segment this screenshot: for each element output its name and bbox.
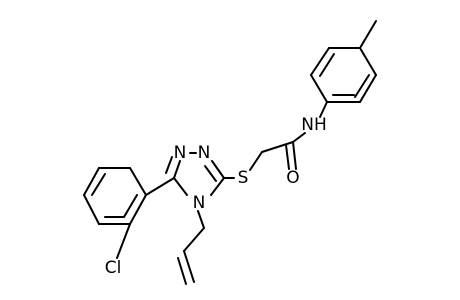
bond-allyl-ch-ch2-double xyxy=(177,257,187,285)
bond-c5-n1 xyxy=(173,160,181,179)
bond-aryl-inner-2 xyxy=(91,173,106,196)
bond-aryl-cl xyxy=(116,223,131,259)
bond-aryl-3 xyxy=(83,194,100,225)
bond-c5-aryl xyxy=(145,177,175,196)
bond-tolyl-inner-2 xyxy=(354,74,370,98)
atom-label-n4: N xyxy=(193,193,206,213)
bond-n2-c3 xyxy=(211,160,225,179)
bond-ch2-carbonyl xyxy=(261,141,294,153)
bond-tolyl-5 xyxy=(359,74,377,103)
bond-allyl-ch-ch2 xyxy=(183,250,195,283)
bond-carbonyl-o xyxy=(292,141,297,170)
atom-label-cl: Cl xyxy=(105,258,122,278)
bond-aryl-4 xyxy=(83,167,100,196)
bond-tolyl-2 xyxy=(310,47,330,76)
bond-s-ch2 xyxy=(249,151,263,171)
atom-label-s: S xyxy=(238,168,249,188)
atom-label-o: O xyxy=(286,168,299,188)
atom-label-n2: N xyxy=(198,143,211,163)
bond-aryl-6 xyxy=(129,167,147,196)
bond-carbonyl-o-double xyxy=(285,144,290,170)
bond-tolyl-inner-1 xyxy=(319,53,335,77)
bond-aryl-1 xyxy=(129,194,147,225)
bond-allyl-ch2-ch xyxy=(183,227,205,252)
bond-tolyl-4 xyxy=(359,47,377,76)
bond-aryl-inner-1 xyxy=(123,194,138,218)
bond-tolyl-1 xyxy=(310,74,328,103)
bond-tolyl-methyl xyxy=(359,20,377,49)
bond-n4-c5 xyxy=(173,177,188,196)
atom-label-nh: NH xyxy=(301,115,327,135)
bond-carbonyl-nh xyxy=(292,132,306,143)
bond-n2-c3-double xyxy=(204,165,217,182)
bond-c5-n1-double xyxy=(165,156,173,174)
bond-c3-n4 xyxy=(210,177,225,196)
bonds xyxy=(83,20,377,285)
bond-n4-allyl-ch2 xyxy=(197,210,205,229)
atom-label-n1: N xyxy=(174,143,187,163)
atom-labels: N N N S O NH Cl xyxy=(105,115,327,278)
bond-nh-aryl xyxy=(319,101,328,118)
